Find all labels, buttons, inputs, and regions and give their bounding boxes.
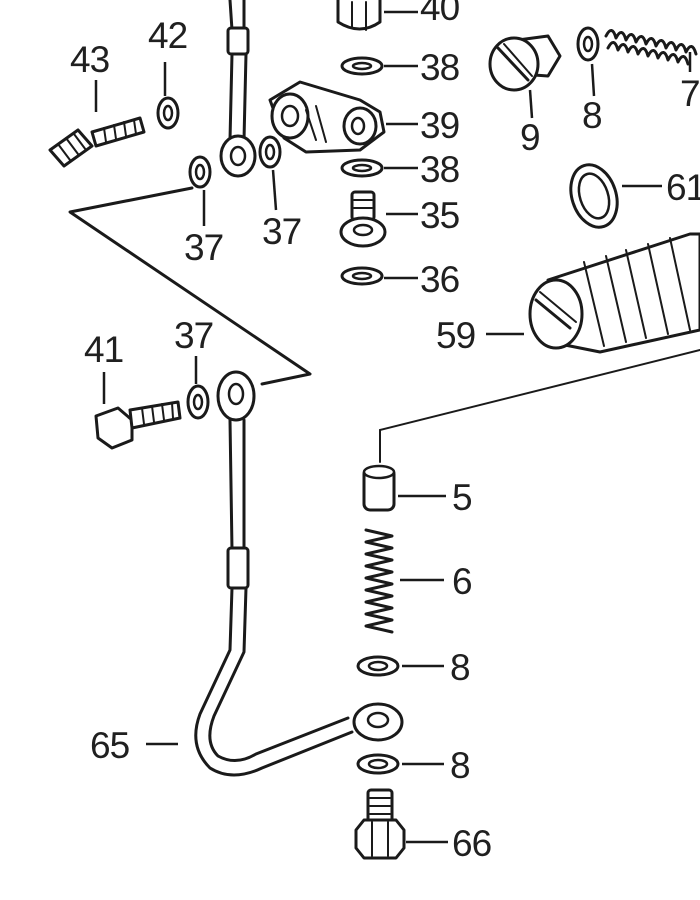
callout-41: 41 [84,329,123,370]
callout-42: 42 [148,15,187,56]
part-7-spring [604,29,698,66]
part-5-piston [362,464,396,512]
part-37-washer-lower [186,384,210,420]
part-8-washer-lower [356,753,400,775]
part-59-cylinder-housing [528,232,700,354]
callout-59: 59 [436,315,475,356]
part-43-bolt [48,116,146,168]
part-37-washer-left [188,155,212,189]
part-38-sealing-ring-upper [340,56,384,76]
cylinder-axis-line [379,349,700,431]
callout-9: 9 [520,117,540,158]
callout-37-lower: 37 [174,315,213,356]
callout-61: 61 [666,167,700,208]
part-37-washer-right [258,135,282,169]
part-8-washer-upper [576,26,600,62]
callout-37-left: 37 [184,227,223,268]
part-39-connector-block [268,80,386,154]
group-bracket-line [68,186,312,386]
callout-40: 40 [420,0,460,28]
part-6-spring [364,528,394,634]
part-66-banjo-bolt [354,788,406,860]
part-40-cap-nut [336,0,382,31]
callout-66: 66 [452,823,491,864]
part-42-washer [156,96,180,130]
part-9-screw-plug [488,34,562,92]
callout-5: 5 [452,477,472,518]
part-35-banjo-bolt [339,190,387,248]
callout-36: 36 [420,259,459,300]
part-36-sealing-ring [340,266,384,286]
callout-8-upper: 8 [582,95,602,136]
part-65-oil-pipe [194,370,404,777]
callout-35: 35 [420,195,460,236]
callout-37-right: 37 [262,211,301,252]
callout-7: 7 [680,73,700,114]
part-38-sealing-ring-lower [340,158,384,178]
callout-8-middle: 8 [450,647,470,688]
callout-43: 43 [70,39,109,80]
callout-6: 6 [452,561,472,602]
part-8-washer-middle [356,655,400,677]
callout-38-lower: 38 [420,149,459,190]
callout-8-lower: 8 [450,745,470,786]
callout-38-upper: 38 [420,47,459,88]
callout-65: 65 [90,725,130,766]
top-oil-pipe [219,0,257,178]
part-61-o-ring [569,163,619,229]
part-41-bolt [94,400,182,450]
callout-39: 39 [420,105,459,146]
